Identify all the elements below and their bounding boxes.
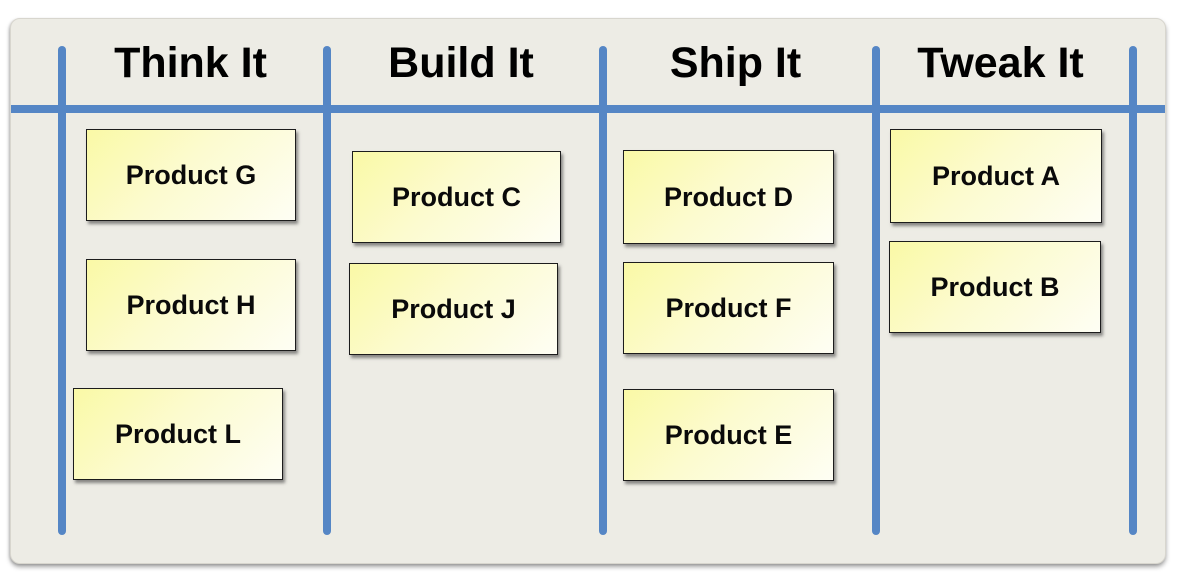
card-product-c[interactable]: Product C [352, 151, 561, 243]
card-product-j[interactable]: Product J [349, 263, 558, 355]
card-product-b[interactable]: Product B [889, 241, 1101, 333]
card-product-d[interactable]: Product D [623, 150, 834, 244]
card-product-h[interactable]: Product H [86, 259, 296, 351]
card-product-l[interactable]: Product L [73, 388, 283, 480]
card-product-f[interactable]: Product F [623, 262, 834, 354]
kanban-board: Think It Build It Ship It Tweak It Produ… [10, 18, 1166, 564]
column-divider-line [872, 46, 880, 535]
column-divider-line [1129, 46, 1137, 535]
card-product-e[interactable]: Product E [623, 389, 834, 481]
card-product-g[interactable]: Product G [86, 129, 296, 221]
column-divider-line [599, 46, 607, 535]
header-underline [11, 105, 1165, 113]
card-product-a[interactable]: Product A [890, 129, 1102, 223]
column-divider-line [323, 46, 331, 535]
column-header-ship-it: Ship It [669, 39, 802, 87]
column-header-build-it: Build It [388, 39, 534, 87]
column-header-think-it: Think It [114, 39, 267, 87]
column-divider-line [58, 46, 66, 535]
column-header-tweak-it: Tweak It [917, 39, 1084, 87]
